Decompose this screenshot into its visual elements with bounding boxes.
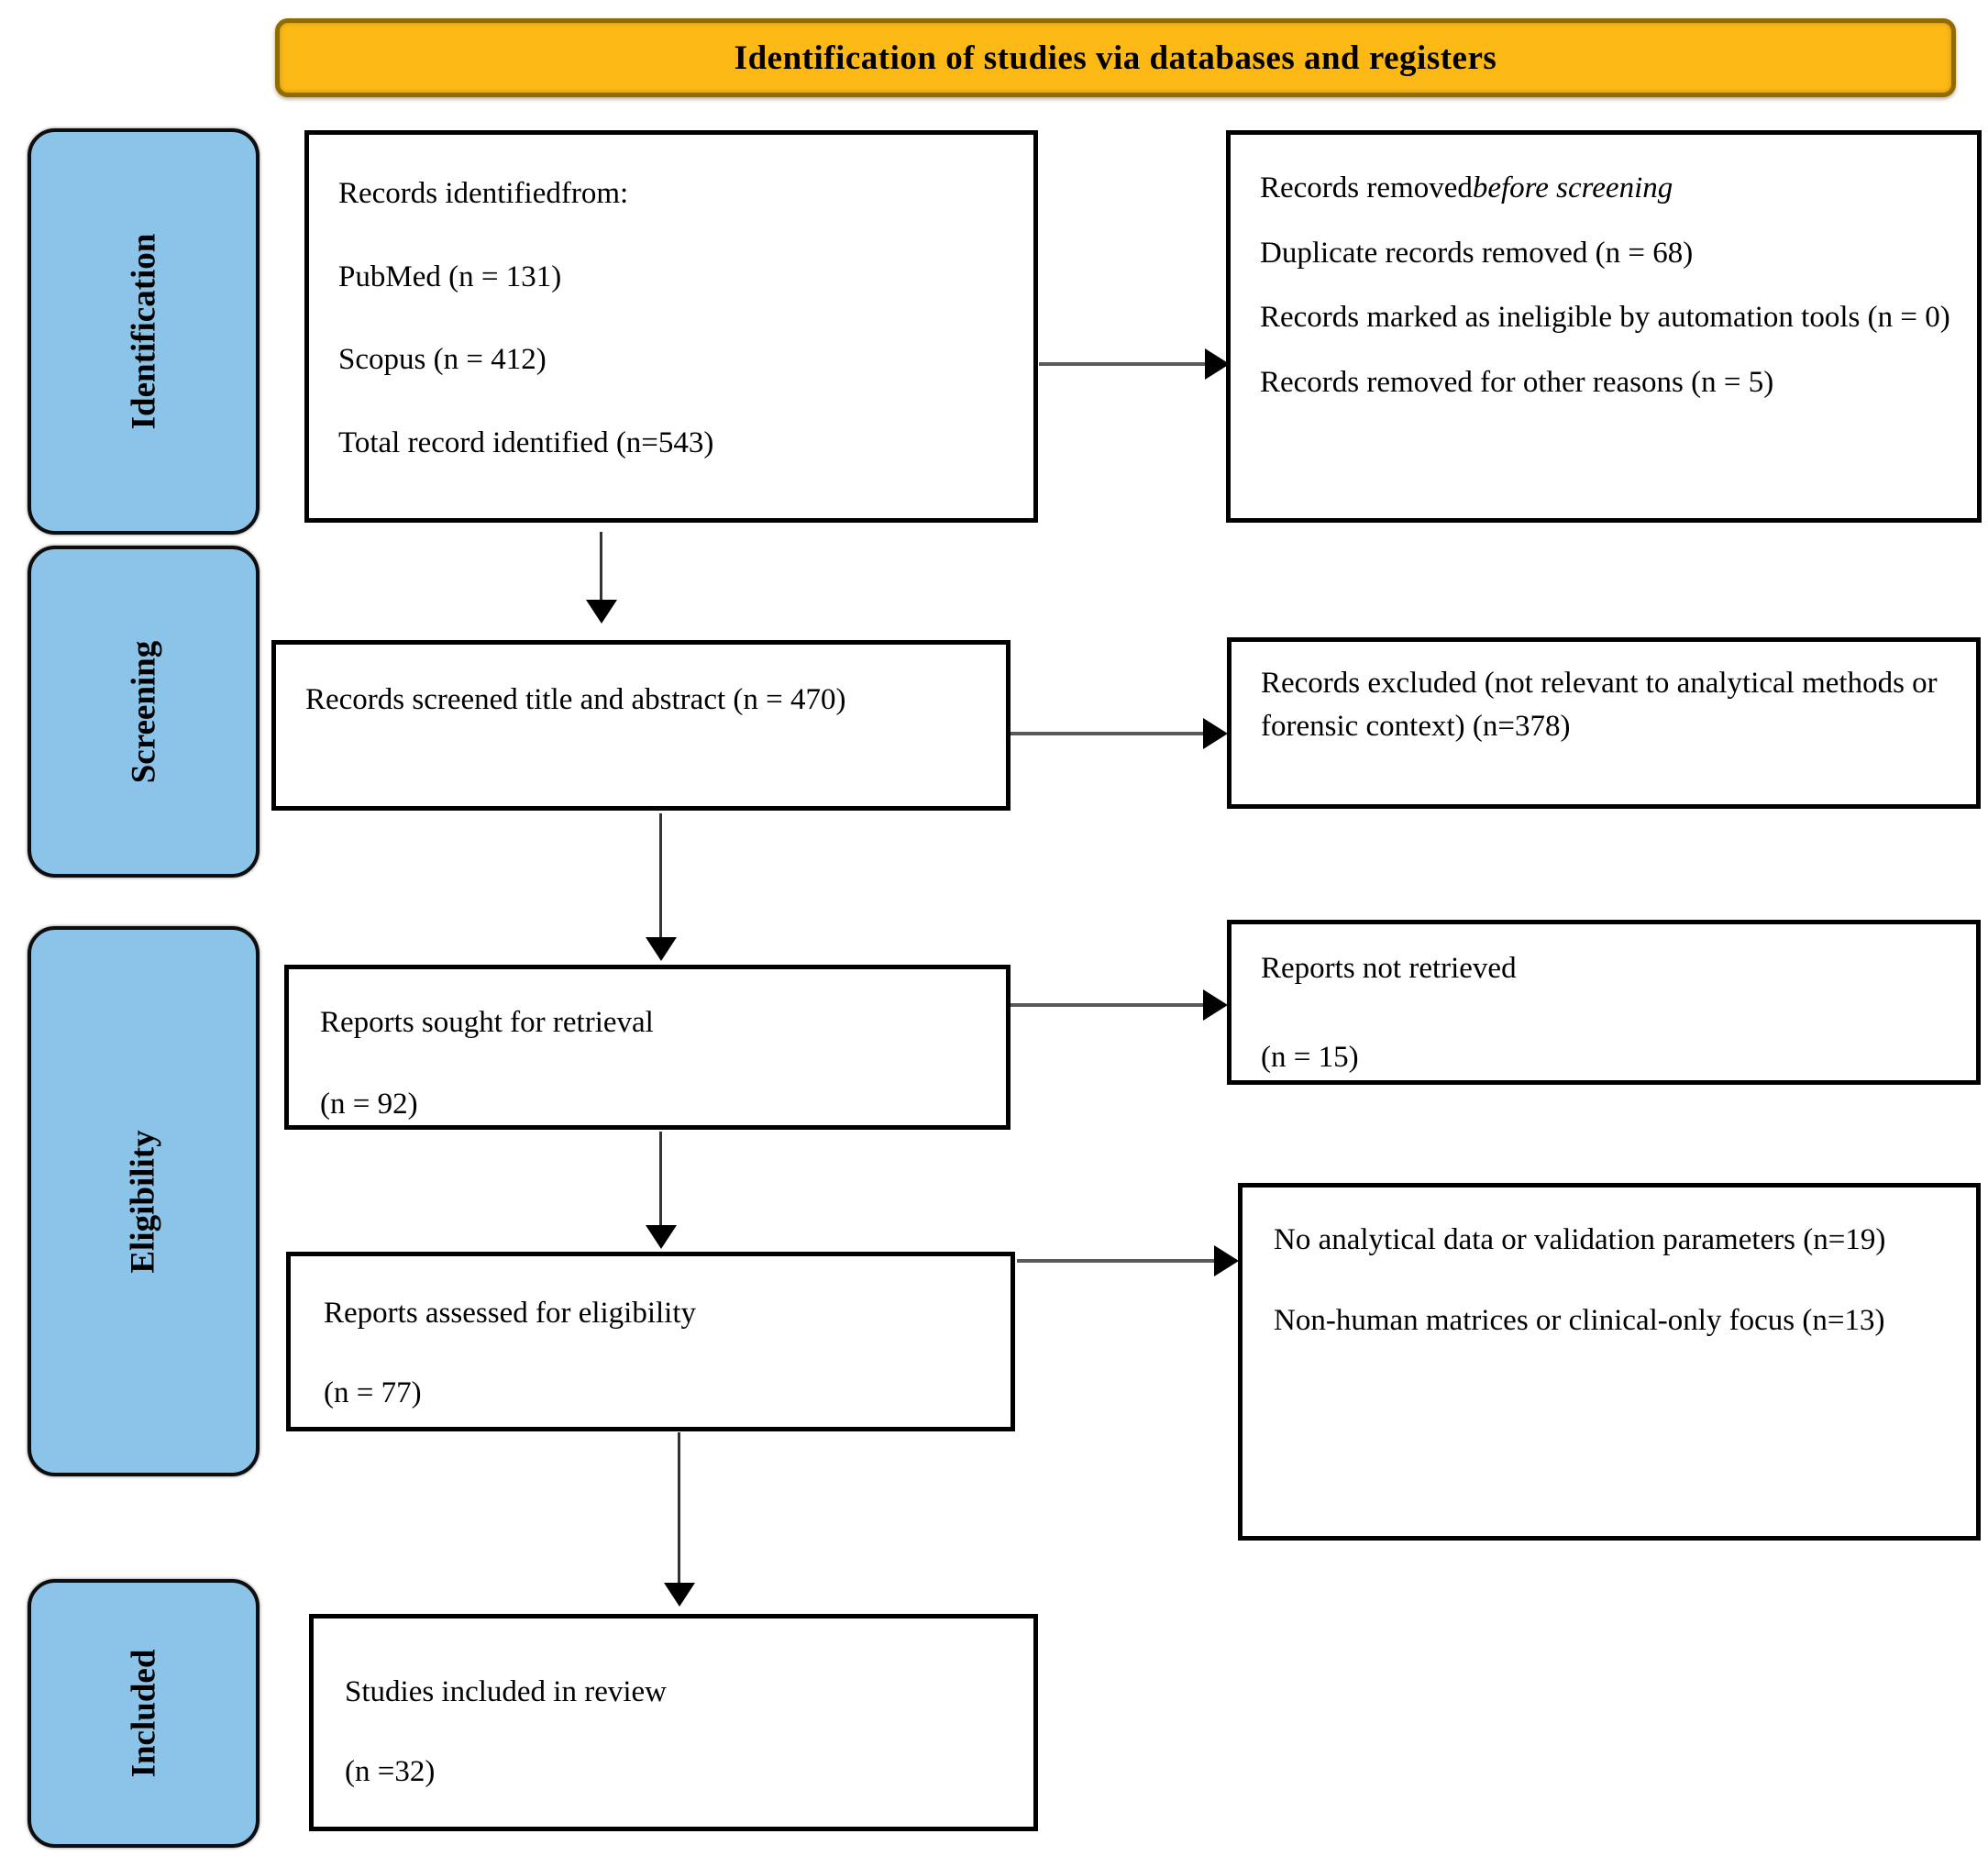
records-removed-other-reasons: Records removed for other reasons (n = 5…	[1260, 365, 1774, 399]
records-identified-scopus: Scopus (n = 412)	[338, 343, 547, 377]
arrow-screened-to-excluded	[1011, 732, 1203, 735]
stage-identification: Identification	[28, 128, 260, 535]
arrow-sought-to-assessed	[659, 1132, 662, 1225]
box-reports-assessed: Reports assessed for eligibility (n = 77…	[286, 1252, 1015, 1431]
reports-sought-text: Reports sought for retrieval	[320, 1006, 654, 1039]
box-reports-sought: Reports sought for retrieval (n = 92)	[284, 965, 1011, 1130]
reports-not-retrieved-text: Reports not retrieved	[1261, 952, 1517, 985]
stage-identification-label: Identification	[125, 233, 162, 430]
records-removed-heading-italic: before screening	[1472, 171, 1673, 204]
arrow-assessed-to-included	[678, 1432, 680, 1583]
arrow-screened-to-sought	[659, 813, 662, 937]
arrow-identified-to-screened	[600, 532, 602, 600]
box-exclusion-reasons: No analytical data or validation paramet…	[1238, 1183, 1981, 1541]
stage-included: Included	[28, 1579, 260, 1848]
reports-sought-count: (n = 92)	[320, 1087, 418, 1121]
stage-eligibility: Eligibility	[28, 926, 260, 1476]
stage-eligibility-label: Eligibility	[124, 1129, 162, 1274]
reports-not-retrieved-count: (n = 15)	[1261, 1040, 1359, 1074]
box-records-removed: Records removedbefore screening Duplicat…	[1226, 130, 1982, 523]
stage-screening-label: Screening	[124, 640, 162, 783]
reports-assessed-count: (n = 77)	[324, 1375, 422, 1409]
records-identified-pubmed: PubMed (n = 131)	[338, 260, 562, 293]
arrow-identified-to-removed	[1039, 362, 1205, 366]
records-excluded-text: Records excluded (not relevant to analyt…	[1261, 667, 1938, 743]
records-removed-ineligible: Records marked as ineligible by automati…	[1260, 301, 1950, 335]
records-removed-duplicates: Duplicate records removed (n = 68)	[1260, 236, 1694, 270]
studies-included-count: (n =32)	[345, 1754, 436, 1788]
exclusion-reason-1: No analytical data or validation paramet…	[1274, 1223, 1886, 1256]
records-removed-heading: Records removedbefore screening	[1260, 168, 1959, 209]
box-records-identified: Records identifiedfrom: PubMed (n = 131)…	[304, 130, 1038, 523]
records-identified-heading: Records identifiedfrom:	[338, 177, 629, 210]
banner-title: Identification of studies via databases …	[275, 18, 1956, 97]
studies-included-text: Studies included in review	[345, 1675, 668, 1708]
box-records-screened: Records screened title and abstract (n =…	[271, 640, 1011, 811]
banner-title-text: Identification of studies via databases …	[734, 39, 1497, 77]
arrow-sought-to-not-retrieved	[1011, 1003, 1203, 1007]
box-studies-included: Studies included in review (n =32)	[309, 1614, 1038, 1831]
reports-assessed-text: Reports assessed for eligibility	[324, 1297, 697, 1330]
box-reports-not-retrieved: Reports not retrieved (n = 15)	[1227, 920, 1981, 1085]
exclusion-reason-2: Non-human matrices or clinical-only focu…	[1274, 1304, 1885, 1338]
stage-screening: Screening	[28, 546, 260, 878]
records-removed-heading-plain: Records removed	[1260, 171, 1473, 204]
arrow-assessed-to-reasons	[1017, 1259, 1214, 1263]
box-records-excluded: Records excluded (not relevant to analyt…	[1227, 637, 1981, 809]
records-screened-text: Records screened title and abstract (n =…	[305, 683, 846, 716]
records-identified-total: Total record identified (n=543)	[338, 425, 714, 459]
stage-included-label: Included	[125, 1649, 162, 1778]
